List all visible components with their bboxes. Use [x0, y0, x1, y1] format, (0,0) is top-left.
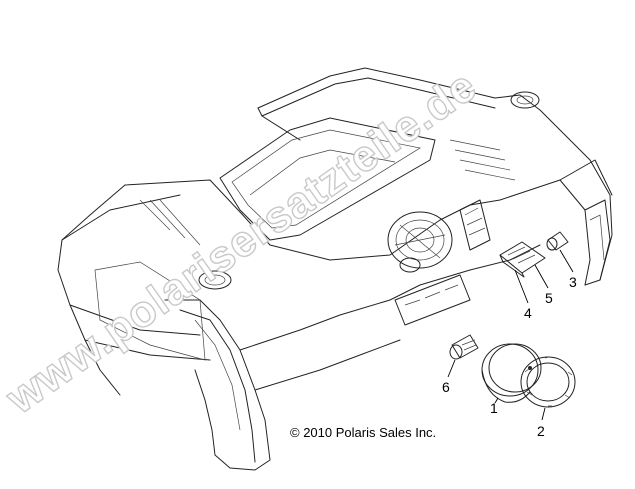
callout-1: 1 — [490, 400, 498, 416]
copyright-text: © 2010 Polaris Sales Inc. — [290, 425, 436, 440]
watermark: www.polarisersatzteile.de — [0, 60, 486, 424]
leader-lines — [447, 249, 574, 421]
dash-assembly-drawing — [57, 67, 613, 471]
part-socket — [449, 334, 479, 360]
callout-2: 2 — [537, 423, 545, 439]
callout-6: 6 — [442, 379, 450, 395]
part-gauge — [481, 343, 542, 403]
watermark-text: www.polarisersatzteile.de — [0, 61, 486, 424]
part-switch — [499, 241, 546, 278]
callout-3: 3 — [569, 274, 577, 290]
callout-5: 5 — [545, 290, 553, 306]
part-bezel-ring — [520, 356, 576, 408]
part-bulb — [546, 231, 569, 251]
callout-4: 4 — [524, 305, 532, 321]
